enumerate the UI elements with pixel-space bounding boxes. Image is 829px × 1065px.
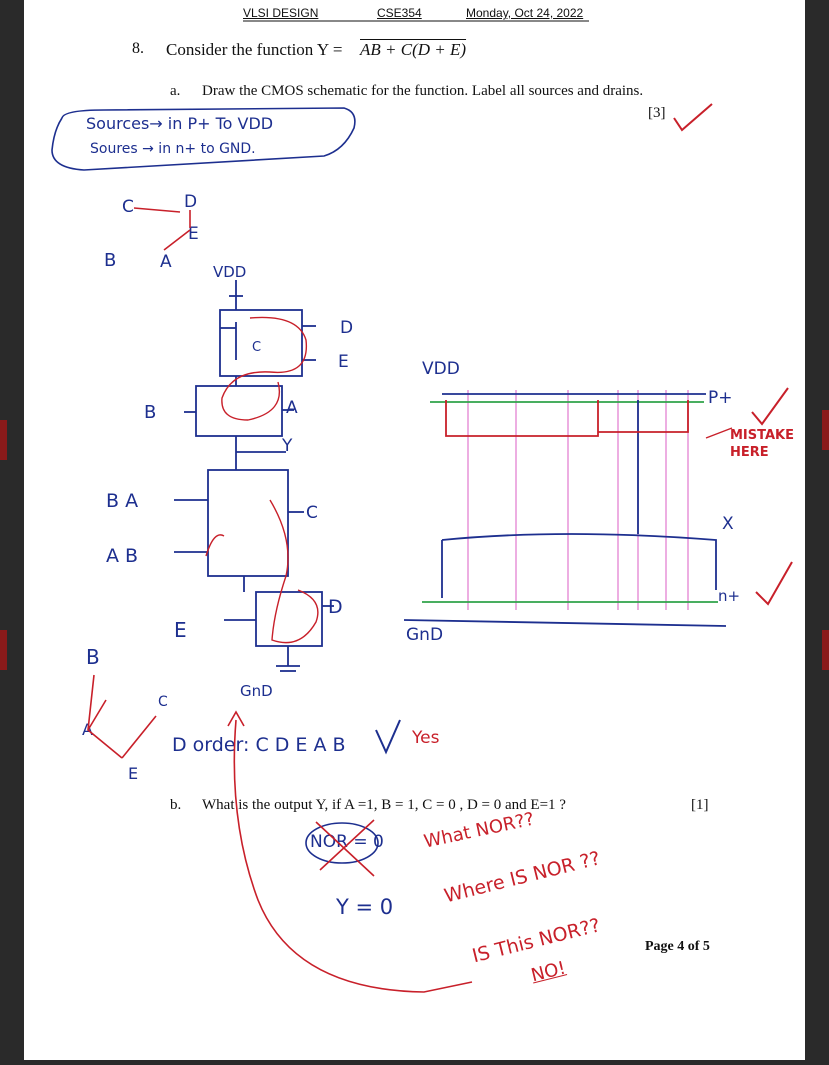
p-plus-label: P+ [708, 388, 733, 408]
graph2-node-c: C [158, 694, 168, 710]
pmos-gate-a: A [286, 398, 298, 418]
mistake-comment: MISTAKE HERE [730, 428, 795, 460]
n-plus-label: n+ [718, 587, 741, 605]
graph-node-a: A [160, 252, 172, 272]
nmos-gate-e: E [174, 618, 187, 642]
boolean-expression: AB + C(D + E) [360, 40, 467, 59]
graph-node-d: D [184, 192, 198, 212]
course-code: CSE354 [377, 6, 422, 20]
handwritten-drawings [51, 103, 793, 993]
nmos-gate-c: C [306, 503, 318, 523]
pmos-gate-c: C [252, 340, 262, 355]
scan-edge-mark [0, 630, 7, 670]
pmos-gate-b: B [144, 402, 157, 423]
graph-node-e: E [188, 224, 199, 244]
output-y-label: Y [282, 436, 293, 456]
header-rule [243, 20, 589, 22]
sources-note-line2: Soures → in n+ to GND. [90, 141, 256, 157]
nmos-gate-b: B A [106, 490, 139, 512]
output-x-label: X [722, 514, 734, 534]
graph-node-c: C [122, 197, 134, 217]
part-a-label: a. [170, 83, 181, 99]
scan-edge-mark [0, 420, 7, 460]
y-answer: Y = 0 [336, 895, 394, 919]
part-b-marks: [1] [691, 797, 709, 813]
pmos-gate-d: D [340, 318, 354, 338]
part-a-marks: [3] [648, 105, 666, 121]
euler-order: D order: C D E A B [172, 734, 346, 756]
scan-edge-mark [822, 410, 829, 450]
nor-answer: NOR = 0 [310, 832, 384, 852]
question-number: 8. [132, 40, 144, 57]
gnd-label-left: GnD [240, 682, 273, 700]
course-title: VLSI DESIGN [243, 6, 319, 20]
question-prompt: Consider the function Y = [166, 40, 343, 59]
part-b-label: b. [170, 797, 182, 813]
page-number: Page 4 of 5 [645, 939, 710, 954]
pmos-gate-e: E [338, 352, 349, 372]
yes-comment: Yes [412, 728, 440, 748]
exam-page: VLSI DESIGN CSE354 Monday, Oct 24, 2022 … [24, 0, 805, 1060]
nmos-gate-a: A B [106, 545, 139, 567]
vdd-label-left: VDD [213, 263, 247, 281]
gnd-label-right: GnD [406, 625, 444, 645]
graph2-node-b: B [86, 645, 100, 669]
exam-date: Monday, Oct 24, 2022 [466, 6, 584, 20]
graph-node-b: B [104, 250, 117, 271]
vdd-label-right: VDD [422, 359, 460, 379]
graph2-node-e: E [128, 764, 139, 783]
part-a-text: Draw the CMOS schematic for the function… [202, 83, 644, 99]
sources-note-line1: Sources→ in P+ To VDD [86, 114, 274, 133]
part-b-text: What is the output Y, if A =1, B = 1, C … [202, 797, 566, 813]
nmos-gate-d: D [328, 596, 343, 618]
scan-edge-mark [822, 630, 829, 670]
